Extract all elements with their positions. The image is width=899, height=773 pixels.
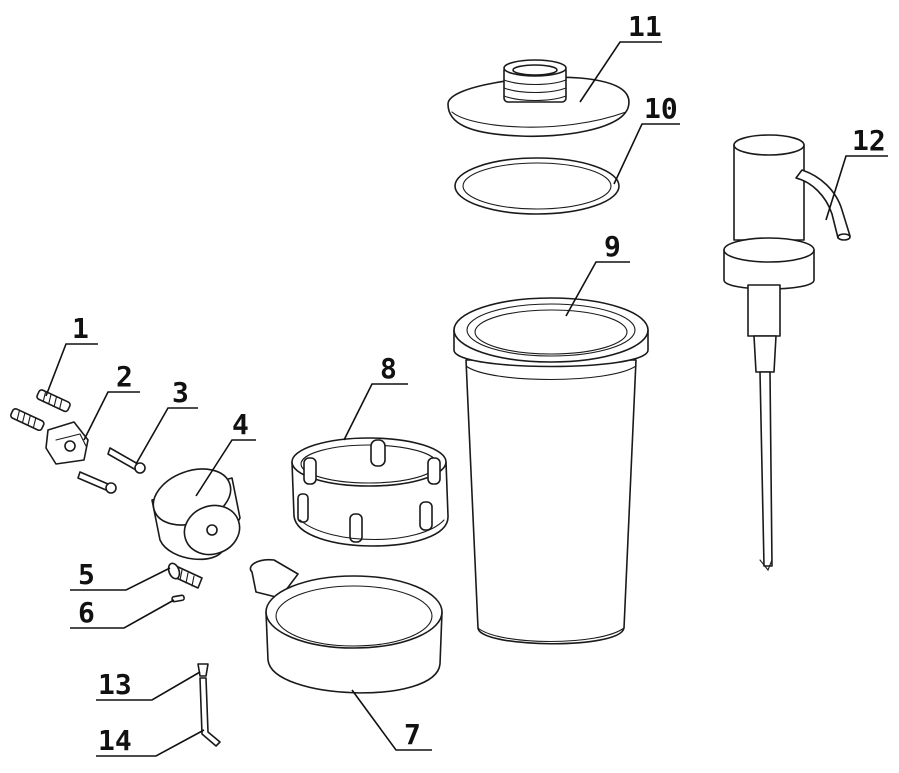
- part-9-container: [453, 297, 649, 645]
- label-5: 5: [78, 558, 95, 591]
- part-4-mount-block: [151, 468, 241, 561]
- label-10: 10: [644, 92, 678, 125]
- part-6-pin: [171, 594, 185, 603]
- part-8-ring: [291, 437, 449, 547]
- label-14: 14: [98, 724, 132, 757]
- part-3-screws: [77, 447, 146, 494]
- label-13: 13: [98, 668, 132, 701]
- part-5-screw: [167, 562, 203, 589]
- part-1-anchors: [9, 389, 71, 432]
- label-12: 12: [852, 124, 886, 157]
- label-11: 11: [628, 10, 662, 43]
- label-6: 6: [78, 596, 95, 629]
- part-2-bracket: [45, 421, 89, 465]
- part-11-lid: [447, 59, 630, 138]
- part-13-plug: [197, 663, 209, 677]
- label-4: 4: [232, 408, 249, 441]
- part-14-hex-key: [199, 677, 221, 747]
- part-7-holder: [249, 558, 443, 694]
- label-9: 9: [604, 230, 621, 263]
- label-2: 2: [116, 360, 133, 393]
- leader-lines: [45, 41, 888, 757]
- label-7: 7: [404, 718, 421, 751]
- part-labels: 11 10 9 12 8 4 3 2 1 5 6 7 13 14: [72, 10, 886, 757]
- label-3: 3: [172, 376, 189, 409]
- label-8: 8: [380, 352, 397, 385]
- part-12-pump: [723, 134, 851, 572]
- part-10-gasket: [454, 157, 620, 215]
- label-1: 1: [72, 312, 89, 345]
